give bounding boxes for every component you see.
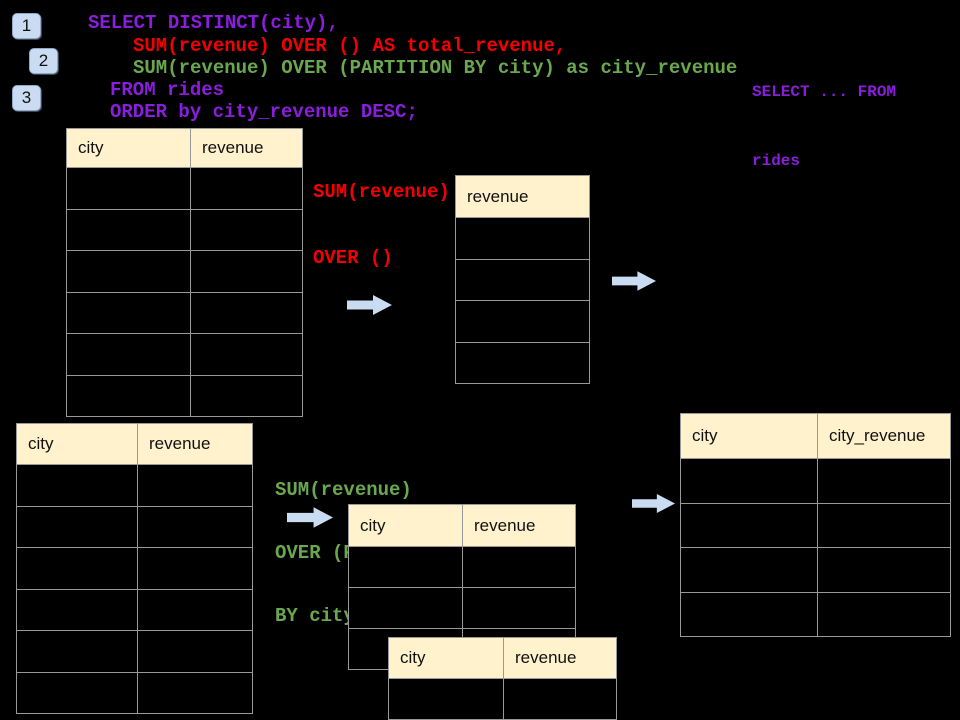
step-badge-2: 2 [29, 48, 58, 74]
table-source-top-header-city: city [67, 129, 191, 167]
sql-line-from: FROM rides [110, 79, 225, 101]
sql-line-sum-partition: SUM(revenue) OVER (PARTITION BY city) as… [133, 57, 738, 79]
side-note-line-1: SELECT ... FROM [752, 83, 897, 101]
step-badge-3-label: 3 [21, 88, 32, 107]
empty-cell [17, 631, 138, 672]
step-badge-1: 1 [12, 13, 41, 39]
empty-cell [191, 334, 302, 375]
empty-cell [138, 548, 252, 589]
table-partition-overlay-header-city: city [389, 638, 504, 678]
table-total-result-header-revenue: revenue [467, 186, 529, 206]
side-note-line-2: rides [752, 152, 801, 170]
empty-cell [191, 168, 302, 209]
table-city-result-header-city-revenue: city_revenue [829, 426, 926, 445]
empty-cell [681, 592, 818, 636]
empty-cell [17, 465, 138, 506]
empty-cell [17, 506, 138, 547]
empty-cell [818, 504, 950, 548]
table-city-result: city city_revenue [680, 413, 951, 637]
table-total-result: revenue [455, 175, 590, 384]
side-note: SELECT ... FROM rides [752, 35, 896, 219]
arrow-right-icon [347, 295, 392, 315]
empty-cell [67, 292, 191, 333]
empty-cell [456, 301, 589, 342]
empty-cell [456, 343, 589, 384]
arrow-right-icon [287, 506, 333, 529]
table-source-bottom: city revenue [16, 423, 253, 714]
empty-cell [138, 631, 252, 672]
empty-cell [17, 589, 138, 630]
empty-cell [818, 593, 950, 637]
empty-cell [67, 375, 191, 416]
table-city-result-header-city: city [681, 414, 818, 458]
table-partition-overlay: city revenue [388, 637, 617, 720]
empty-cell [681, 459, 818, 503]
empty-cell [17, 672, 138, 713]
annotation-total-revenue: SUM(revenue) OVER () [313, 137, 450, 313]
empty-cell [681, 548, 818, 592]
empty-cell [681, 503, 818, 547]
empty-cell [456, 260, 589, 301]
sql-line-select: SELECT DISTINCT(city), [88, 12, 339, 34]
empty-cell [138, 465, 252, 506]
empty-cell [138, 673, 252, 714]
sql-line-order-by: ORDER by city_revenue DESC; [110, 101, 418, 123]
empty-cell [138, 507, 252, 548]
empty-cell [17, 548, 138, 589]
empty-cell [463, 547, 575, 587]
arrow-right-icon [632, 493, 675, 514]
step-badge-2-label: 2 [38, 51, 49, 70]
table-partition-mid-header-revenue: revenue [474, 515, 536, 535]
empty-cell [191, 376, 302, 417]
empty-cell [463, 588, 575, 628]
table-partition-overlay-header-revenue: revenue [515, 648, 577, 667]
empty-cell [191, 293, 302, 334]
table-partition-mid-header-city: city [349, 505, 463, 546]
empty-cell [138, 590, 252, 631]
empty-cell [349, 588, 463, 628]
empty-cell [818, 548, 950, 592]
empty-cell [349, 547, 463, 587]
table-source-bottom-header-city: city [17, 424, 138, 464]
empty-cell [67, 168, 191, 209]
empty-cell [389, 679, 504, 719]
annotation-partition-line-1: SUM(revenue) [275, 479, 412, 501]
empty-cell [504, 679, 616, 719]
empty-cell [818, 459, 950, 503]
table-source-top-header-revenue: revenue [202, 138, 264, 157]
table-source-top: city revenue [66, 128, 303, 417]
table-source-bottom-header-revenue: revenue [149, 434, 211, 453]
empty-cell [456, 218, 589, 259]
annotation-total-line-2: OVER () [313, 247, 393, 269]
empty-cell [67, 209, 191, 250]
empty-cell [191, 210, 302, 251]
empty-cell [67, 334, 191, 375]
empty-cell [191, 251, 302, 292]
step-badge-3: 3 [12, 85, 41, 111]
annotation-total-line-1: SUM(revenue) [313, 181, 450, 203]
step-badge-1-label: 1 [21, 16, 32, 35]
empty-cell [67, 251, 191, 292]
sql-line-sum-over: SUM(revenue) OVER () AS total_revenue, [133, 35, 567, 57]
arrow-right-icon [612, 271, 656, 291]
